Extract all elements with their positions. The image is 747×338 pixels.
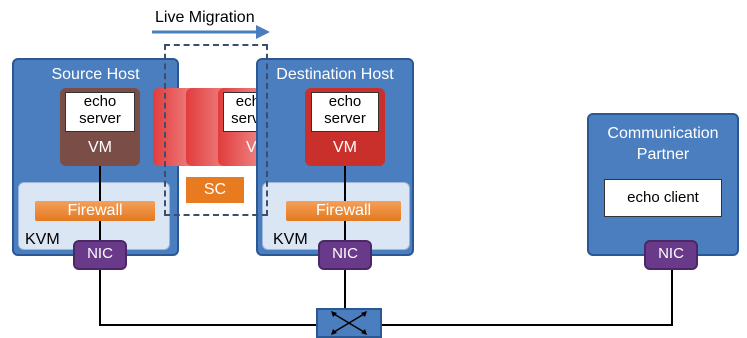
network-line-right	[381, 324, 673, 326]
echo-client-box: echo client	[604, 179, 722, 217]
destination-host-title: Destination Host	[276, 66, 394, 83]
partner-title-line2: Partner	[636, 146, 690, 163]
network-line-left	[99, 324, 317, 326]
migration-title: Live Migration	[155, 9, 255, 26]
partner-title-line1: Communication	[607, 125, 719, 142]
partner-nic: NIC	[644, 240, 698, 270]
destination-kvm-label: KVM	[273, 231, 308, 248]
destination-vm: echo server VM	[305, 88, 385, 166]
source-nic: NIC	[73, 240, 127, 270]
migration-boundary	[164, 44, 268, 216]
sc-box: SC	[186, 177, 244, 203]
source-vm: echo server VM	[60, 88, 140, 166]
source-echo-server: echo server	[65, 92, 135, 132]
destination-echo-server: echo server	[311, 92, 379, 132]
source-kvm-label: KVM	[25, 231, 60, 248]
destination-echo-line1: echo	[328, 93, 362, 110]
switch-icon	[316, 308, 382, 338]
partner-link	[671, 270, 673, 326]
destination-vm-label: VM	[333, 139, 357, 156]
destination-echo-line2: server	[324, 110, 366, 127]
destination-nic: NIC	[318, 240, 372, 270]
destination-wire	[344, 270, 346, 310]
source-firewall: Firewall	[35, 201, 155, 221]
source-wire	[99, 270, 101, 326]
source-echo-line1: echo	[83, 93, 117, 110]
source-vm-label: VM	[88, 139, 112, 156]
partner-title: Communication Partner	[589, 123, 737, 165]
migration-arrow-icon	[152, 25, 270, 39]
source-echo-line2: server	[79, 110, 121, 127]
destination-firewall: Firewall	[286, 201, 401, 221]
source-host-title: Source Host	[51, 66, 140, 83]
